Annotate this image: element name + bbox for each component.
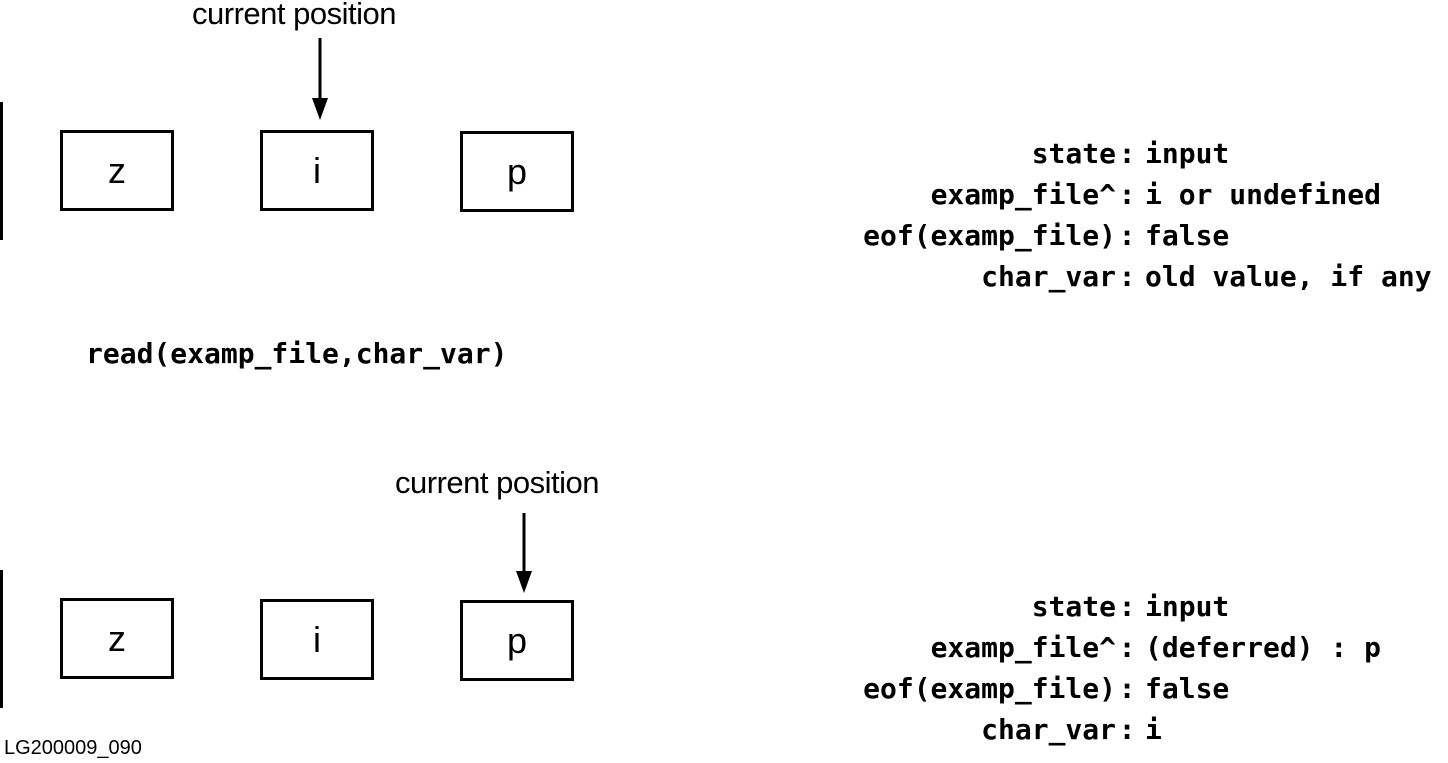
file-start-marker-top (0, 102, 3, 240)
state-value: false (1145, 219, 1230, 252)
file-cell-p-top: p (460, 131, 574, 212)
state-row: eof(examp_file) : false (808, 219, 1448, 259)
state-value: i or undefined (1145, 178, 1382, 211)
state-key: eof(examp_file) (863, 672, 1116, 705)
state-separator: : (1118, 219, 1136, 252)
state-row: examp_file^ : i or undefined (808, 178, 1448, 218)
down-arrow-icon-bottom (514, 513, 534, 593)
state-key: char_var (981, 260, 1116, 293)
state-separator: : (1118, 672, 1136, 705)
file-cell-z-bottom: z (60, 598, 174, 679)
state-row: char_var : old value, if any (808, 260, 1448, 300)
state-separator: : (1118, 713, 1136, 746)
state-key: state (1031, 137, 1116, 170)
state-key: char_var (981, 713, 1116, 746)
state-value: input (1145, 137, 1230, 170)
read-statement: read(examp_file,char_var) (86, 337, 508, 370)
state-row: examp_file^ : (deferred) : p (808, 631, 1448, 671)
state-key: examp_file^ (930, 178, 1116, 211)
down-arrow-icon-top (310, 38, 330, 120)
state-value: false (1145, 672, 1230, 705)
state-value: (deferred) : p (1145, 631, 1382, 664)
state-value: old value, if any (1145, 260, 1432, 293)
state-key: examp_file^ (930, 631, 1116, 664)
file-start-marker-bottom (0, 570, 3, 708)
current-position-label-top: current position (192, 0, 396, 31)
state-separator: : (1118, 137, 1136, 170)
state-key: state (1031, 590, 1116, 623)
state-value: input (1145, 590, 1230, 623)
current-position-label-bottom: current position (395, 465, 599, 500)
state-separator: : (1118, 260, 1136, 293)
state-row: char_var : i (808, 713, 1448, 753)
figure-id: LG200009_090 (4, 737, 142, 759)
state-separator: : (1118, 590, 1136, 623)
state-row: state : input (808, 590, 1448, 630)
file-cell-p-bottom: p (460, 600, 574, 681)
state-key: eof(examp_file) (863, 219, 1116, 252)
file-cell-z-top: z (60, 130, 174, 211)
file-cell-i-top: i (260, 130, 374, 211)
state-value: i (1145, 713, 1162, 746)
file-cell-i-bottom: i (260, 599, 374, 680)
state-separator: : (1118, 631, 1136, 664)
state-row: eof(examp_file) : false (808, 672, 1448, 712)
state-row: state : input (808, 137, 1448, 177)
state-separator: : (1118, 178, 1136, 211)
